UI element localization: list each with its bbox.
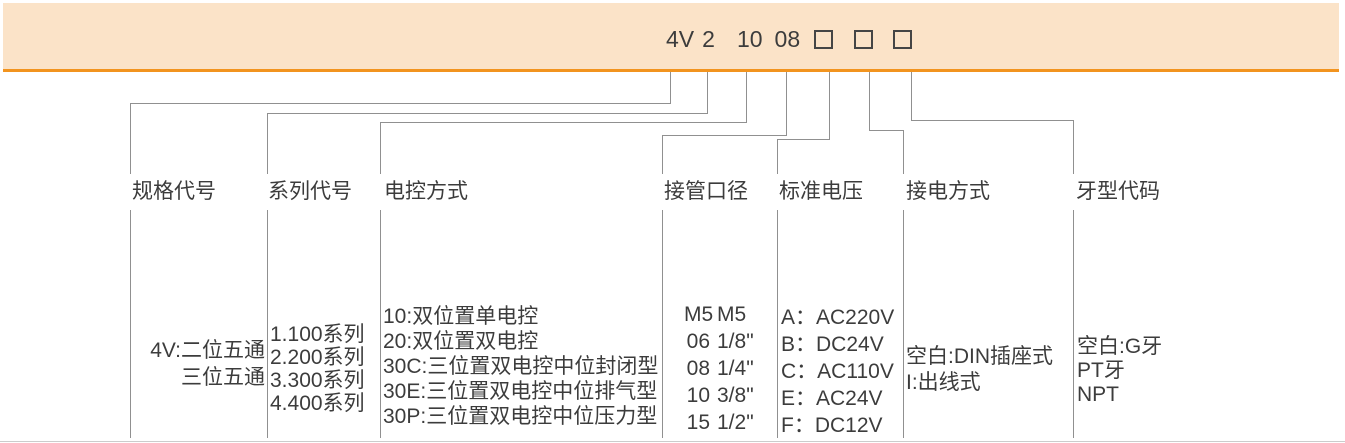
control-type-options: 10:双位置单电控 20:双位置双电控 30C:三位置双电控中位封闭型 30E:… xyxy=(383,304,658,429)
header-series-code: 系列代号 xyxy=(268,180,352,203)
port-code: M5 xyxy=(684,303,714,326)
option-line: A：AC220V xyxy=(781,306,895,329)
header-voltage: 标准电压 xyxy=(779,180,863,203)
option-line: 1.100系列 xyxy=(270,323,365,346)
port-size-options: M5 M5 06 1/8" 08 1/4" 10 3/8" 15 1/2" xyxy=(684,301,754,436)
option-line: 空白:G牙 xyxy=(1077,335,1163,358)
option-line: 15 1/2" xyxy=(684,409,754,436)
code-placeholder-box-entry xyxy=(854,30,874,49)
option-line: 20:双位置双电控 xyxy=(383,330,539,353)
code-part-control: 10 xyxy=(736,26,763,52)
option-line: M5 M5 xyxy=(684,301,754,328)
option-line: 10 3/8" xyxy=(684,382,754,409)
code-placeholder-box-thread xyxy=(893,30,913,49)
code-part-series: 2 xyxy=(702,26,715,52)
model-code: 4V 2 10 08 xyxy=(666,26,913,52)
option-line: I:出线式 xyxy=(906,371,981,394)
port-code: 06 xyxy=(686,330,710,353)
option-line: PT牙 xyxy=(1077,359,1125,382)
option-line: 4V:二位五通 xyxy=(150,339,265,362)
port-code: 15 xyxy=(686,411,710,434)
code-part-body: 4V xyxy=(666,26,695,52)
option-line: 30C:三位置双电控中位封闭型 xyxy=(383,355,659,378)
thread-type-options: 空白:G牙 PT牙 NPT xyxy=(1077,335,1162,407)
option-line: 4.400系列 xyxy=(270,392,365,415)
option-line: 30E:三位置双电控中位排气型 xyxy=(383,380,658,403)
option-line: 3.300系列 xyxy=(270,369,365,392)
port-size: 1/8" xyxy=(717,330,754,353)
option-line: 空白:DIN插座式 xyxy=(906,345,1053,368)
spec-code-options: 4V:二位五通 三位五通 xyxy=(130,337,265,391)
series-options: 1.100系列 2.200系列 3.300系列 4.400系列 xyxy=(270,323,365,415)
code-placeholder-box-voltage xyxy=(814,30,834,49)
voltage-options: A：AC220V B：DC24V C：AC110V E：AC24V F：DC12… xyxy=(781,304,894,439)
electrical-entry-options: 空白:DIN插座式 I:出线式 xyxy=(906,344,1053,396)
option-line: 三位五通 xyxy=(181,366,265,389)
option-line: 06 1/8" xyxy=(684,328,754,355)
port-size: 1/4" xyxy=(717,357,754,380)
option-line: 08 1/4" xyxy=(684,355,754,382)
model-code-banner: 4V 2 10 08 xyxy=(3,3,1339,72)
port-code: 10 xyxy=(686,384,710,407)
header-spec-code: 规格代号 xyxy=(132,180,216,203)
port-code: 08 xyxy=(686,357,710,380)
option-line: E：AC24V xyxy=(781,387,883,410)
option-line: C：AC110V xyxy=(781,360,894,383)
option-line: F：DC12V xyxy=(781,414,883,437)
header-control-type: 电控方式 xyxy=(384,180,468,203)
port-size: 3/8" xyxy=(717,384,754,407)
header-port-size: 接管口径 xyxy=(664,180,748,203)
header-electrical-entry: 接电方式 xyxy=(906,180,990,203)
port-size: M5 xyxy=(717,303,747,326)
code-part-port: 08 xyxy=(774,26,801,52)
port-size: 1/2" xyxy=(717,411,754,434)
option-line: 2.200系列 xyxy=(270,346,365,369)
option-line: B：DC24V xyxy=(781,333,884,356)
option-line: NPT xyxy=(1077,383,1119,406)
option-line: 30P:三位置双电控中位压力型 xyxy=(383,405,658,428)
option-line: 10:双位置单电控 xyxy=(383,305,539,328)
header-thread-type: 牙型代码 xyxy=(1076,180,1160,203)
